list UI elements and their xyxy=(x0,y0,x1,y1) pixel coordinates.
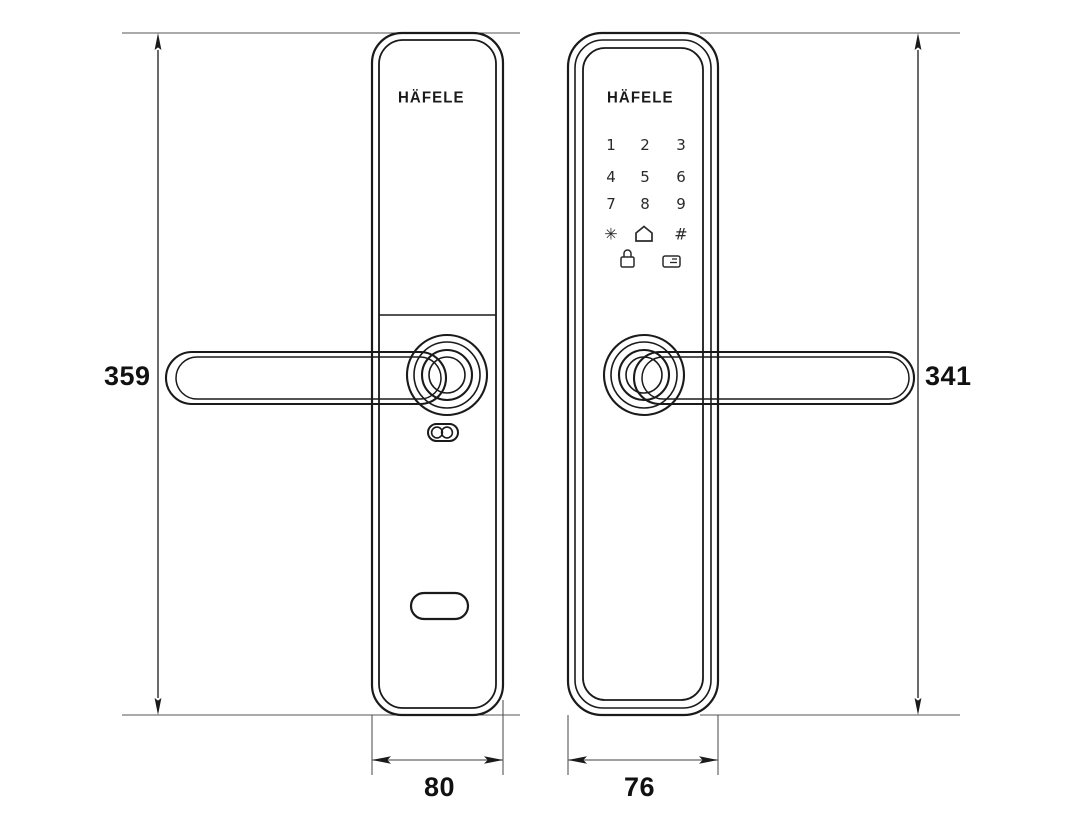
padlock-body xyxy=(620,256,635,268)
dimension-label-76: 76 xyxy=(624,772,656,802)
padlock-indicator-icon xyxy=(620,249,635,268)
right-panel-outer-outline xyxy=(566,31,720,717)
right-escutcheon-body xyxy=(566,31,720,717)
home-glyph xyxy=(635,225,653,242)
keypad-key-star[interactable]: ✳ xyxy=(604,224,618,244)
home-key-icon xyxy=(635,225,653,242)
dim-arrow-80-right xyxy=(484,756,503,764)
keypad-key-3[interactable]: 3 xyxy=(676,136,686,154)
right-handle-inner xyxy=(641,356,910,400)
left-panel-inner-outline xyxy=(378,39,497,709)
right-rosette-ring-inner xyxy=(617,348,671,402)
keypad-key-1[interactable]: 1 xyxy=(606,136,616,154)
dimension-label-359: 359 xyxy=(104,361,151,391)
dimension-label-341: 341 xyxy=(925,361,972,391)
right-panel-inner-outline xyxy=(582,47,704,701)
rfid-card-indicator-icon xyxy=(662,255,681,268)
right-rosette-hub xyxy=(625,356,663,394)
left-panel-brand-logo: HÄFELE xyxy=(398,88,465,107)
left-handle-outer xyxy=(164,350,448,406)
right-handle-outer xyxy=(632,350,916,406)
keyhole-outline xyxy=(427,423,459,442)
keypad-key-6[interactable]: 6 xyxy=(676,168,686,186)
right-panel-mid-outline xyxy=(574,39,712,709)
left-rosette-ring-inner xyxy=(420,348,474,402)
keypad-indicator-icons xyxy=(620,225,681,268)
dimension-lines xyxy=(154,33,922,764)
right-door-handle xyxy=(602,333,916,417)
right-panel-brand-logo: HÄFELE xyxy=(607,88,674,107)
dim-arrow-76-right xyxy=(699,756,718,764)
left-rosette-ring-outer xyxy=(405,333,489,417)
left-cylinder-keyhole xyxy=(427,423,459,442)
dim-arrow-80-left xyxy=(372,756,391,764)
dim-arrow-359-bottom xyxy=(154,698,162,715)
right-rosette-ring-mid xyxy=(610,341,678,409)
left-rosette-hub xyxy=(428,356,466,394)
keyhole-circle-b xyxy=(440,426,454,439)
dim-arrow-341-bottom xyxy=(914,698,922,715)
padlock-shackle xyxy=(623,249,632,257)
keyhole-circle-a xyxy=(430,426,444,439)
left-panel-outer-outline xyxy=(370,31,505,717)
keypad-key-9[interactable]: 9 xyxy=(676,195,686,213)
dim-arrow-359-top xyxy=(154,33,162,50)
left-rosette-ring-mid xyxy=(413,341,481,409)
keypad-key-2[interactable]: 2 xyxy=(640,136,650,154)
keypad-key-4[interactable]: 4 xyxy=(606,168,616,186)
left-door-handle xyxy=(164,333,489,417)
keypad-key-7[interactable]: 7 xyxy=(606,195,616,213)
battery-cover-outline xyxy=(409,591,470,621)
dim-arrow-341-top xyxy=(914,33,922,50)
left-escutcheon-body xyxy=(370,31,505,717)
left-handle-inner xyxy=(175,356,442,400)
keypad-key-hash[interactable]: # xyxy=(674,224,688,244)
dim-arrow-76-left xyxy=(568,756,587,764)
dimension-label-80: 80 xyxy=(424,772,456,802)
card-body xyxy=(662,255,681,268)
right-rosette-ring-outer xyxy=(602,333,686,417)
keypad-key-5[interactable]: 5 xyxy=(640,168,650,186)
keypad-key-8[interactable]: 8 xyxy=(640,195,650,213)
